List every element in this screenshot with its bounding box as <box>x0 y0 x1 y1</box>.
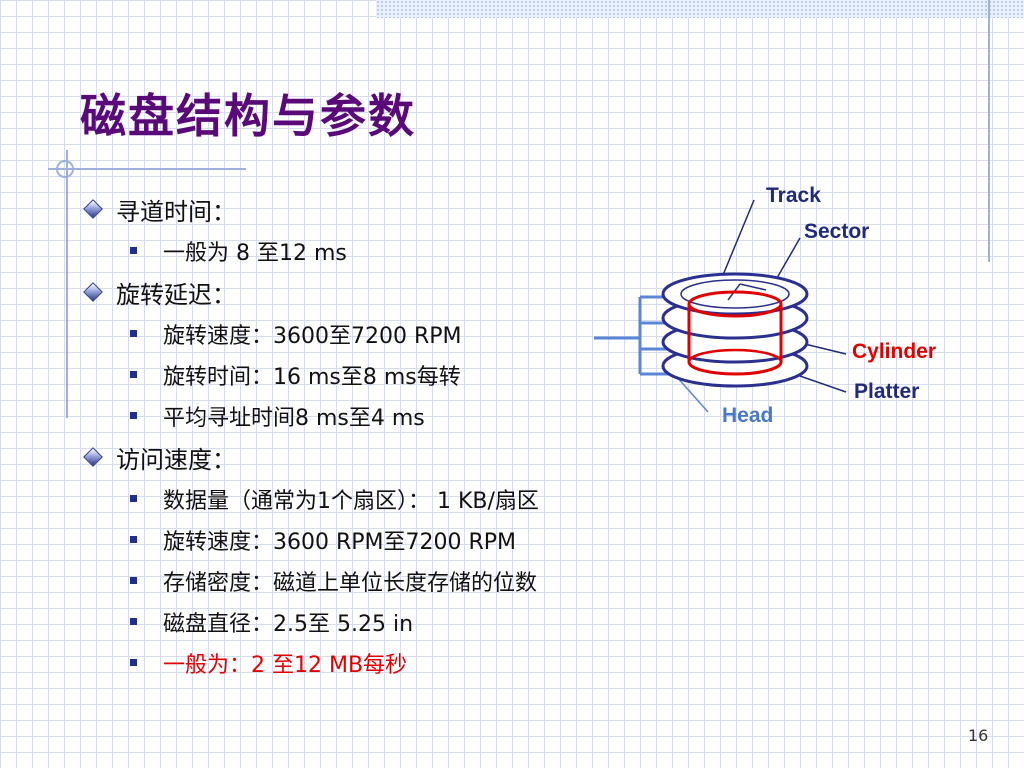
slide-title: 磁盘结构与参数 <box>80 89 416 143</box>
list-item-text: 存储密度：磁道上单位长度存储的位数 <box>163 570 538 596</box>
square-bullet-icon <box>130 659 137 666</box>
bullet-content: 寻道时间： 一般为 8 至12 ms 旋转延迟： 旋转速度：3600至7200 RPM… <box>82 188 722 683</box>
list-item: 数据量（通常为1个扇区）： 1 KB/扇区 <box>82 478 722 519</box>
top-decorative-band <box>376 0 1024 18</box>
list-item-text: 磁盘直径：2.5至 5.25 in <box>163 611 414 637</box>
platter-leader-line <box>799 375 847 393</box>
page-number: 16 <box>968 726 989 745</box>
decorative-vertical-line-right <box>988 0 990 262</box>
section-heading-text: 寻道时间： <box>116 197 236 226</box>
decorative-horizontal-line <box>48 168 246 170</box>
cylinder-label: Cylinder <box>852 340 937 363</box>
list-item: 旋转时间：16 ms至8 ms每转 <box>82 354 722 395</box>
disk-structure-diagram: Track Sector Cylinder Platter Head <box>590 180 970 440</box>
section-heading: 寻道时间： <box>82 188 722 230</box>
sector-label: Sector <box>804 220 870 243</box>
list-item: 一般为：2 至12 MB每秒 <box>82 642 722 683</box>
cylinder <box>687 290 783 376</box>
track-ring <box>680 279 790 309</box>
diamond-bullet-icon <box>83 447 103 467</box>
list-item-text: 旋转速度：3600 RPM至7200 RPM <box>163 529 517 555</box>
square-bullet-icon <box>130 495 137 502</box>
head-label: Head <box>722 404 774 427</box>
list-item-text: 旋转时间：16 ms至8 ms每转 <box>163 364 461 390</box>
square-bullet-icon <box>130 577 137 584</box>
decorative-circle <box>56 160 74 178</box>
list-item: 一般为 8 至12 ms <box>82 230 722 271</box>
list-item: 磁盘直径：2.5至 5.25 in <box>82 601 722 642</box>
sector-line-2 <box>739 283 767 291</box>
square-bullet-icon <box>130 536 137 543</box>
disk-diagram-svg <box>594 199 847 413</box>
square-bullet-icon <box>130 330 137 337</box>
head-leader-line <box>675 375 709 413</box>
square-bullet-icon <box>130 618 137 625</box>
list-item-text: 数据量（通常为1个扇区）： 1 KB/扇区 <box>163 488 539 514</box>
square-bullet-icon <box>130 247 137 254</box>
section-heading: 访问速度： <box>82 436 722 478</box>
list-item: 旋转速度：3600至7200 RPM <box>82 313 722 354</box>
list-item: 平均寻址时间8 ms至4 ms <box>82 395 722 436</box>
list-item-text: 一般为：2 至12 MB每秒 <box>163 652 408 678</box>
platter-label: Platter <box>854 380 920 403</box>
diamond-bullet-icon <box>83 199 103 219</box>
list-item: 旋转速度：3600 RPM至7200 RPM <box>82 519 722 560</box>
section-heading: 旋转延迟： <box>82 271 722 313</box>
track-label: Track <box>766 184 821 207</box>
list-item: 存储密度：磁道上单位长度存储的位数 <box>82 560 722 601</box>
diamond-bullet-icon <box>83 282 103 302</box>
list-item-text: 一般为 8 至12 ms <box>163 240 347 266</box>
section-heading-text: 访问速度： <box>116 445 236 474</box>
section-heading-text: 旋转延迟： <box>116 280 236 309</box>
square-bullet-icon <box>130 371 137 378</box>
list-item-text: 平均寻址时间8 ms至4 ms <box>163 405 425 431</box>
decorative-vertical-line-left <box>66 150 68 418</box>
square-bullet-icon <box>130 412 137 419</box>
list-item-text: 旋转速度：3600至7200 RPM <box>163 323 462 349</box>
